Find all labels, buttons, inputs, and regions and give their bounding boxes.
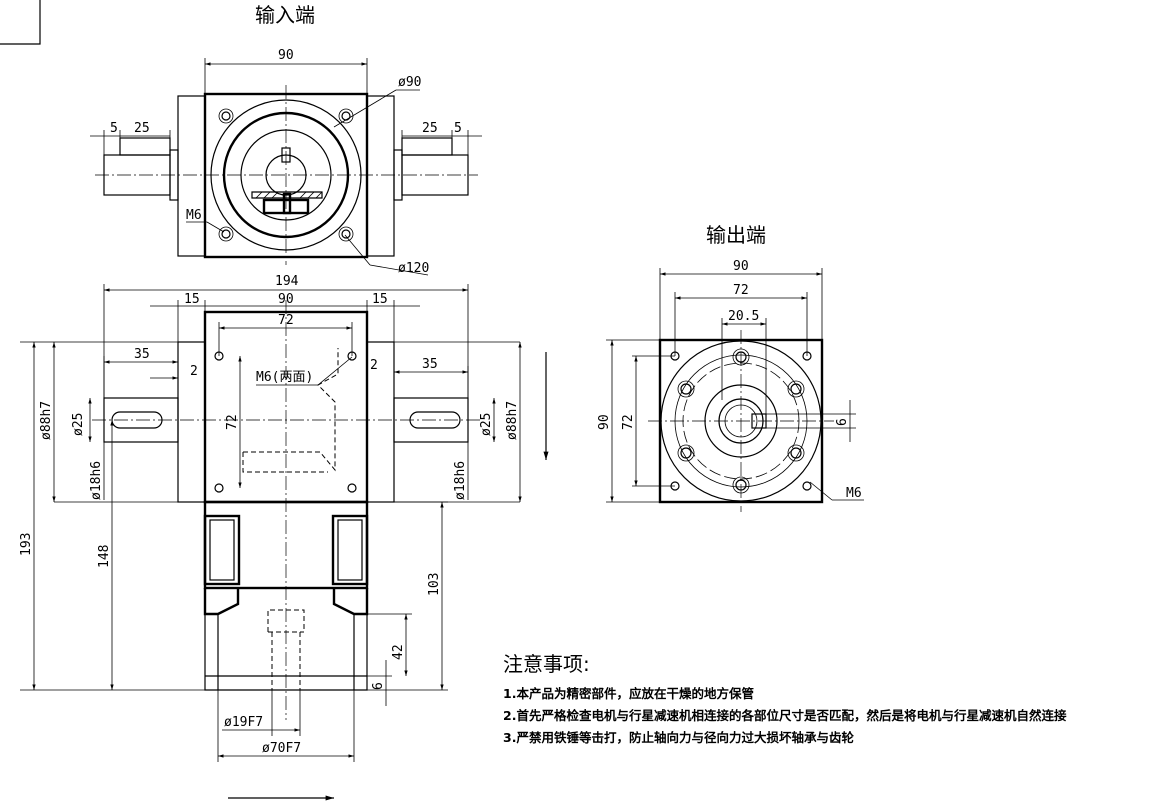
title-block-corner (0, 0, 41, 45)
front-flange-right-dim: 15 (372, 292, 388, 307)
front-bolt-span-top-dim: 72 (278, 313, 294, 328)
front-right-2-dim: 2 (370, 358, 378, 373)
output-bolt-span-vertical-dim: 72 (621, 414, 636, 430)
front-right-dia-shaft-fit-dim: ø18h6 (453, 461, 468, 500)
front-overall-height-dim: 193 (19, 533, 34, 556)
front-left-dia-shaft-dim: ø25 (71, 413, 86, 436)
output-bolt-span-dim: 72 (733, 283, 749, 298)
output-thread-dim: M6 (846, 486, 862, 501)
top-view: 输入端 (90, 3, 482, 276)
front-height-148-dim: 148 (97, 545, 112, 568)
top-dia-outer-dim: ø90 (398, 75, 421, 90)
output-width-dim: 90 (733, 259, 749, 274)
top-thread-dim: M6 (186, 208, 202, 223)
output-key-width-dim: 20.5 (728, 309, 759, 324)
front-right-dia-shaft-dim: ø25 (479, 413, 494, 436)
front-bore-dia-dim: ø19F7 (224, 715, 263, 730)
notes-title: 注意事项: (503, 652, 590, 676)
output-height-dim: 90 (597, 414, 612, 430)
front-right-dia-housing-dim: ø88h7 (505, 401, 520, 440)
front-thread-two-sides-dim: M6(两面) (256, 370, 313, 385)
front-flange-left-dim: 15 (184, 292, 200, 307)
note-item-3: 3.严禁用铁锤等击打，防止轴向力与径向力过大损坏轴承与齿轮 (503, 730, 854, 745)
top-view-bolt-holes (218, 108, 354, 242)
note-item-1: 1.本产品为精密部件，应放在干燥的地方保管 (503, 686, 754, 701)
notes-section: 注意事项: 1.本产品为精密部件，应放在干燥的地方保管 2.首先严格检查电机与行… (503, 648, 1143, 749)
top-left-5-dim: 5 (110, 121, 118, 136)
front-left-dia-shaft-fit-dim: ø18h6 (89, 461, 104, 500)
output-view: 输出端 90 72 (597, 223, 864, 512)
front-height-42-dim: 42 (391, 644, 406, 660)
front-left-dia-housing-dim: ø88h7 (39, 401, 54, 440)
top-right-25-dim: 25 (422, 121, 438, 136)
front-height-103-dim: 103 (427, 573, 442, 596)
front-overall-width-dim: 194 (275, 274, 299, 289)
front-body-width-dim: 90 (278, 292, 294, 307)
front-height-6-dim: 6 (371, 682, 386, 690)
front-left-2-dim: 2 (190, 364, 198, 379)
output-key-height-dim: 6 (835, 418, 850, 426)
input-end-title: 输入端 (255, 3, 315, 27)
front-pilot-dia-dim: ø70F7 (262, 741, 301, 756)
top-left-25-dim: 25 (134, 121, 150, 136)
front-left-35-dim: 35 (134, 347, 150, 362)
top-dia-flange-dim: ø120 (398, 261, 429, 276)
note-item-2: 2.首先严格检查电机与行星减速机相连接的各部位尺寸是否匹配，然后是将电机与行星减… (503, 708, 1067, 723)
front-view: 194 15 90 15 72 72 35 2 2 (19, 274, 549, 801)
top-width-dim: 90 (278, 48, 294, 63)
front-bolt-span-side-dim: 72 (225, 414, 240, 430)
output-end-title: 输出端 (706, 223, 766, 247)
front-right-35-dim: 35 (422, 357, 438, 372)
top-right-5-dim: 5 (454, 121, 462, 136)
